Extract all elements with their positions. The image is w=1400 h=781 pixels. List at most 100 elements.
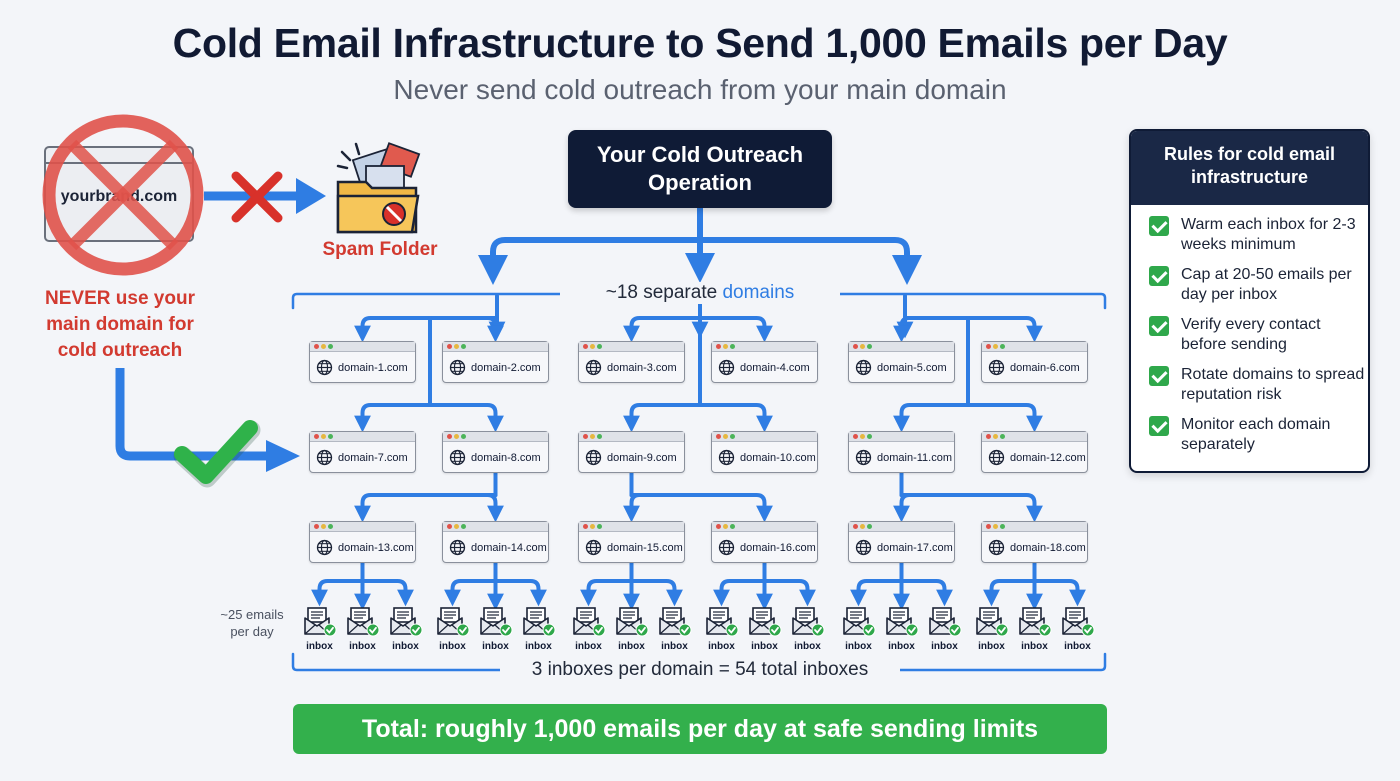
- inbox-label: inbox: [794, 641, 821, 652]
- connector-line: [478, 237, 703, 285]
- rules-panel: Rules for cold email infrastructure Warm…: [1129, 129, 1370, 473]
- inbox-icon: [436, 607, 469, 637]
- globe-icon: [316, 539, 333, 556]
- connector-line: [698, 403, 773, 433]
- domain-name: domain-16.com: [740, 541, 816, 554]
- inbox-label: inbox: [661, 641, 688, 652]
- inbox-item: inbox: [1018, 606, 1052, 652]
- domain-name: domain-9.com: [607, 451, 677, 464]
- inbox-label: inbox: [978, 641, 1005, 652]
- inbox-icon: [885, 607, 918, 637]
- globe-icon: [855, 359, 872, 376]
- check-icon: [1149, 416, 1169, 436]
- connector-line: [966, 403, 1043, 433]
- inbox-item: inbox: [748, 606, 782, 652]
- connector-line: [899, 579, 953, 607]
- inbox-icon: [791, 607, 824, 637]
- globe-icon: [855, 539, 872, 556]
- prohibited-icon: [42, 114, 204, 276]
- globe-icon: [316, 359, 333, 376]
- inbox-label: inbox: [439, 641, 466, 652]
- connector-line: [698, 316, 773, 343]
- connector-line: [850, 579, 904, 607]
- inbox-icon: [658, 607, 691, 637]
- domain-name: domain-8.com: [471, 451, 541, 464]
- spam-folder-label: Spam Folder: [322, 239, 438, 260]
- domains-count-label: ~18 separate domains: [560, 282, 840, 304]
- inbox-icon: [928, 607, 961, 637]
- domain-window: domain-14.com: [442, 521, 549, 563]
- inbox-icon: [522, 607, 555, 637]
- globe-icon: [449, 449, 466, 466]
- inbox-item: inbox: [885, 606, 919, 652]
- connector-line: [697, 237, 922, 285]
- domain-window: domain-17.com: [848, 521, 955, 563]
- domain-name: domain-7.com: [338, 451, 408, 464]
- globe-icon: [718, 359, 735, 376]
- rule-text: Verify every contact before sending: [1181, 316, 1321, 353]
- connector-line: [360, 579, 414, 607]
- connector-line: [428, 403, 504, 433]
- connector-line: [623, 316, 702, 343]
- inbox-label: inbox: [306, 641, 333, 652]
- domain-window: domain-5.com: [848, 341, 955, 383]
- inbox-label: inbox: [845, 641, 872, 652]
- spam-folder-icon: [336, 142, 421, 234]
- domain-window: domain-6.com: [981, 341, 1088, 383]
- cold-outreach-operation-box: Your Cold Outreach Operation: [568, 130, 832, 208]
- inbox-label: inbox: [575, 641, 602, 652]
- connector-line: [354, 493, 498, 523]
- rule-item: Cap at 20-50 emails per day per inbox: [1149, 265, 1368, 305]
- domain-name: domain-4.com: [740, 361, 810, 374]
- connector-line: [354, 316, 499, 343]
- connector-line: [444, 579, 498, 607]
- connector-line: [629, 493, 773, 523]
- inbox-icon: [1018, 607, 1051, 637]
- inbox-item: inbox: [615, 606, 649, 652]
- inbox-label: inbox: [392, 641, 419, 652]
- domain-name: domain-6.com: [1010, 361, 1080, 374]
- inbox-item: inbox: [975, 606, 1009, 652]
- rule-text: Warm each inbox for 2-3 weeks minimum: [1181, 216, 1356, 253]
- domains-count-text: ~18 separate: [605, 282, 718, 303]
- per-day-line: ~25 emails: [220, 607, 284, 622]
- connector-line: [903, 316, 1043, 343]
- inbox-label: inbox: [931, 641, 958, 652]
- globe-icon: [449, 539, 466, 556]
- inbox-item: inbox: [658, 606, 692, 652]
- inbox-label: inbox: [525, 641, 552, 652]
- inbox-label: inbox: [349, 641, 376, 652]
- rules-title-line: Rules for cold email: [1163, 144, 1336, 164]
- connector-line: [762, 579, 816, 607]
- rule-text: Monitor each domain separately: [1181, 416, 1331, 453]
- rule-item: Warm each inbox for 2-3 weeks minimum: [1149, 215, 1368, 255]
- inbox-summary: 3 inboxes per domain = 54 total inboxes: [500, 659, 900, 681]
- inbox-icon: [842, 607, 875, 637]
- check-icon: [1149, 366, 1169, 386]
- domain-window: domain-15.com: [578, 521, 685, 563]
- connector-line: [623, 493, 642, 523]
- inbox-label: inbox: [751, 641, 778, 652]
- domain-name: domain-18.com: [1010, 541, 1086, 554]
- domain-name: domain-15.com: [607, 541, 683, 554]
- connector-line: [580, 579, 634, 607]
- inbox-item: inbox: [522, 606, 556, 652]
- domain-window: domain-18.com: [981, 521, 1088, 563]
- globe-icon: [718, 449, 735, 466]
- page-title: Cold Email Infrastructure to Send 1,000 …: [172, 20, 1228, 66]
- inbox-icon: [705, 607, 738, 637]
- inbox-item: inbox: [389, 606, 423, 652]
- inbox-item: inbox: [572, 606, 606, 652]
- domain-window: domain-13.com: [309, 521, 416, 563]
- connector-line: [485, 316, 504, 343]
- total-banner: Total: roughly 1,000 emails per day at s…: [293, 704, 1107, 754]
- approved-route-arrow: [115, 368, 300, 488]
- domains-highlight: domains: [722, 282, 795, 303]
- page-subtitle: Never send cold outreach from your main …: [393, 74, 1007, 105]
- inbox-icon: [975, 607, 1008, 637]
- inbox-icon: [389, 607, 422, 637]
- inbox-icon: [748, 607, 781, 637]
- inbox-label: inbox: [708, 641, 735, 652]
- connector-line: [493, 579, 547, 607]
